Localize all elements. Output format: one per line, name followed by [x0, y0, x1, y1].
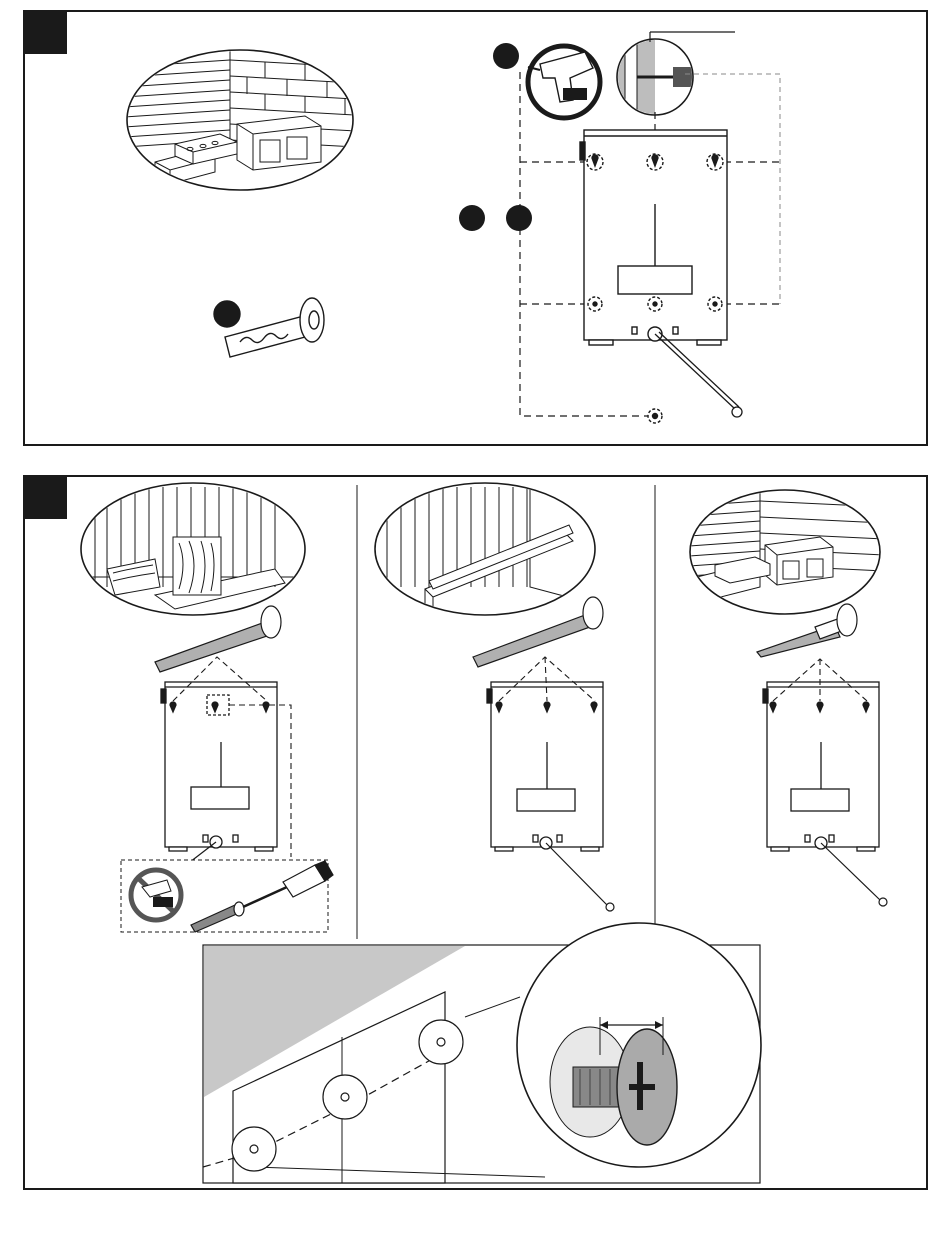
drill-icon: [528, 46, 600, 118]
callout-bubble-a: [493, 43, 519, 69]
no-drill-icon: [131, 870, 181, 920]
wood-stud-icon: [81, 483, 305, 615]
callout-bubble-c: [506, 205, 532, 231]
step-1-panel: [23, 10, 928, 446]
step-2-panel: [23, 475, 928, 1190]
screw-depth-detail: [615, 32, 735, 122]
brick-wall-icon: [125, 50, 355, 190]
callout-bubble-b: [459, 205, 485, 231]
mounting-holes: [580, 130, 727, 423]
wall-anchor-icon: [214, 298, 324, 357]
metal-stud-icon: [375, 483, 605, 615]
mounting-boxes: [161, 682, 879, 851]
step-2-illustration: [25, 477, 930, 1192]
step-1-illustration: [25, 12, 930, 448]
brick-wall-icon-2: [675, 487, 885, 614]
screw-head-clearance-detail: [203, 923, 761, 1183]
